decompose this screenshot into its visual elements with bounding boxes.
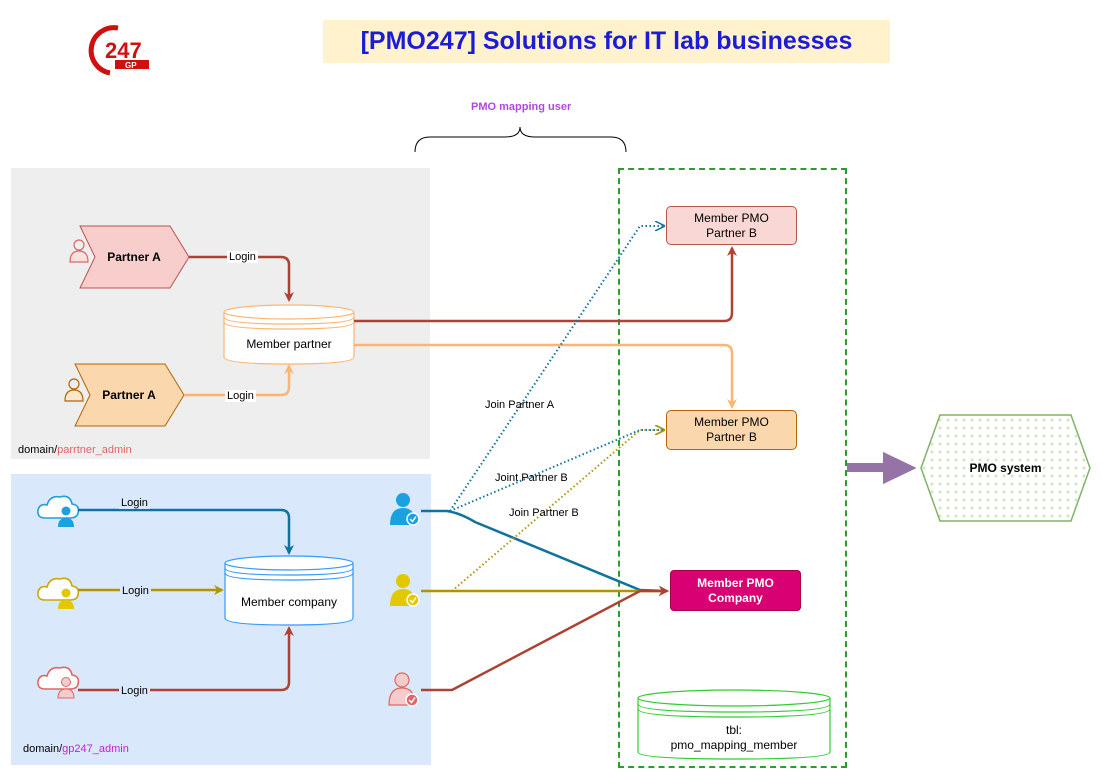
edge-red-login [78, 626, 294, 692]
joint-partner-b-label: Joint Partner B [495, 472, 568, 484]
login-label: Login [227, 251, 258, 263]
member-partner-label: Member partner [246, 336, 332, 351]
cloud-user-icon [37, 577, 80, 609]
verified-user-icon [390, 493, 420, 526]
edge-member-partner-to-pmo-b2 [354, 343, 737, 409]
edge-blue-login [78, 508, 294, 555]
company-domain-label: domain/gp247_admin [23, 743, 129, 755]
pmo-system-label: PMO system [969, 460, 1042, 475]
edge-joint-partner-b [449, 430, 664, 512]
pmo-mapping-brace [414, 126, 627, 153]
partner-a-bottom-shape [74, 363, 185, 427]
login-label: Login [119, 685, 150, 697]
edge-red-user-to-pmo-company [421, 586, 669, 692]
pmo-system-shape [920, 414, 1091, 522]
page-title: [PMO247] Solutions for IT lab businesses [323, 20, 890, 63]
pmo-mapping-member-cylinder [637, 689, 831, 760]
company-domain-zone [11, 474, 431, 765]
edge-member-partner-to-pmo-b1 [354, 246, 737, 323]
pmo-mapping-zone [618, 168, 847, 768]
user-icon [64, 378, 84, 402]
pmo-mapping-user-label: PMO mapping user [471, 101, 572, 113]
partner-domain-zone [11, 168, 430, 459]
member-company-cylinder [224, 555, 354, 626]
join-partner-b-label: Join Partner B [509, 507, 579, 519]
user-icon [69, 239, 89, 263]
member-company-label: Member company [240, 594, 338, 609]
join-partner-a-label: Join Partner A [485, 399, 555, 411]
edge-partner-a-bottom-login [184, 364, 294, 397]
login-label: Login [120, 585, 151, 597]
partner-a-top-shape [79, 225, 190, 289]
verified-user-icon [390, 574, 420, 607]
partner-a-bottom: Partner A [102, 387, 156, 402]
member-partner-cylinder [223, 304, 355, 365]
edge-partner-a-top-login [189, 255, 294, 302]
cloud-user-icon [37, 666, 80, 699]
partner-domain-label: domain/parrtner_admin [18, 444, 132, 456]
member-pmo-company: Member PMO Company [670, 570, 801, 611]
member-pmo-partner-b-1: Member PMO Partner B [666, 206, 797, 245]
verified-user-icon [388, 672, 419, 707]
edge-join-partner-a [449, 226, 664, 512]
pmo-mapping-member-table-label: tbl: pmo_mapping_member [670, 723, 798, 752]
partner-a-top: Partner A [107, 249, 161, 264]
member-pmo-partner-b-2: Member PMO Partner B [666, 410, 797, 450]
cloud-user-icon [37, 495, 80, 527]
login-label: Login [119, 497, 150, 509]
edge-blue-user-to-pmo-company [421, 509, 669, 596]
login-label: Login [225, 390, 256, 402]
